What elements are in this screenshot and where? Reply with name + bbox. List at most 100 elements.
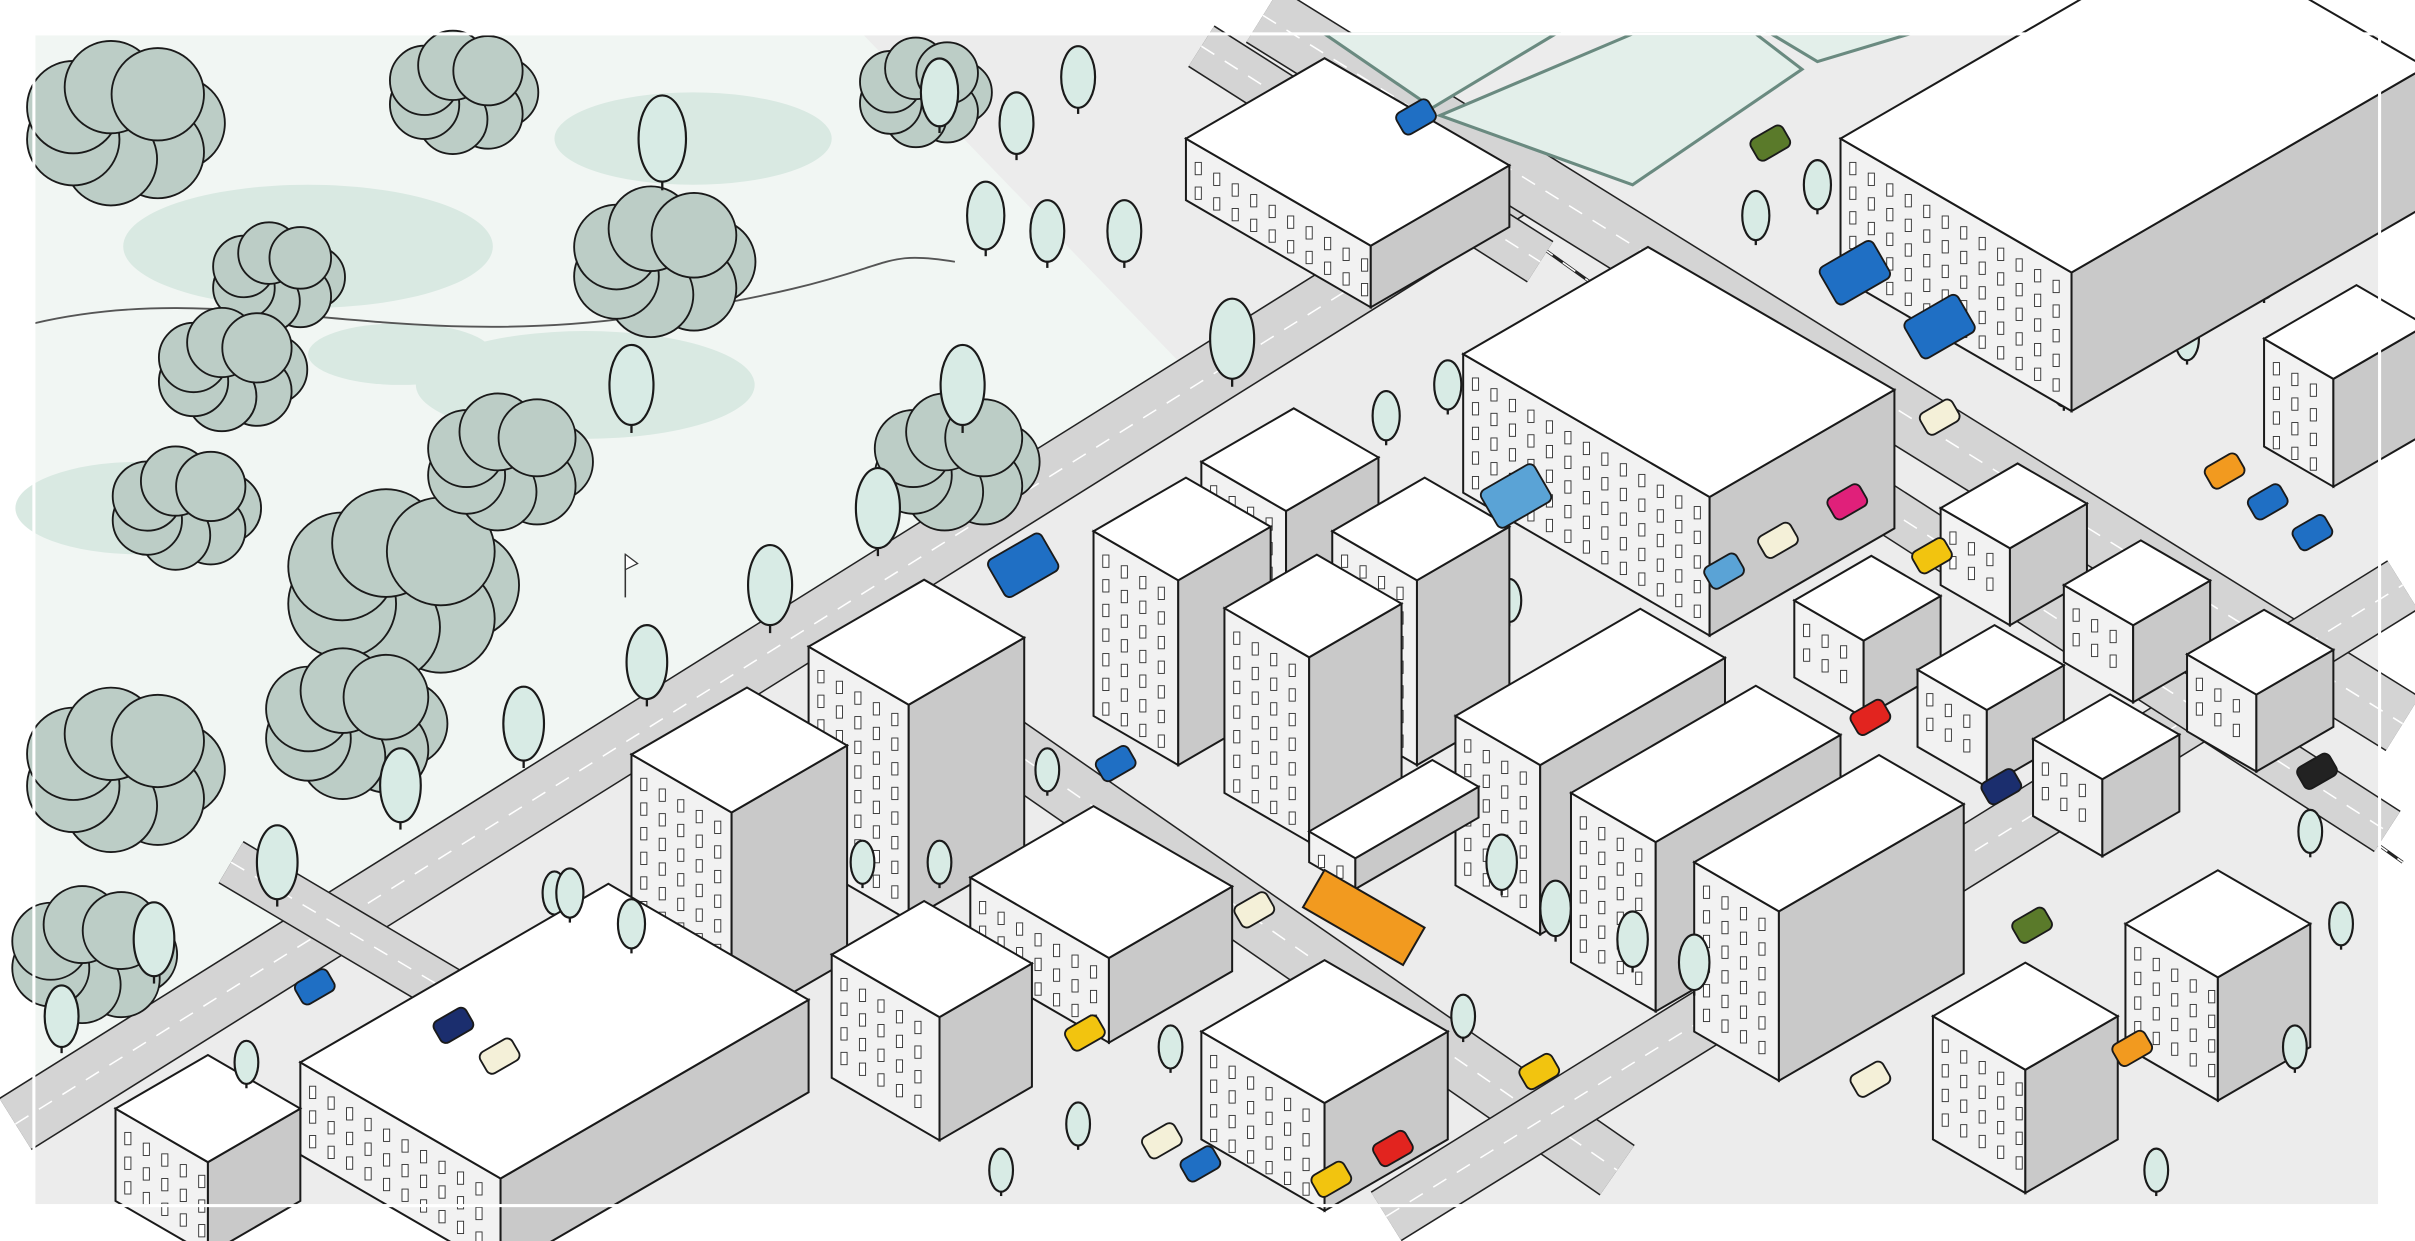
tree bbox=[919, 57, 960, 128]
window bbox=[1545, 469, 1553, 483]
parking-building-roof bbox=[2262, 283, 2415, 381]
window bbox=[1157, 635, 1165, 650]
window bbox=[1702, 1008, 1711, 1023]
window bbox=[2034, 293, 2042, 307]
window bbox=[1288, 712, 1296, 727]
window bbox=[327, 1145, 335, 1159]
window bbox=[1978, 1061, 1986, 1075]
window bbox=[401, 1139, 409, 1153]
window bbox=[891, 836, 899, 850]
window bbox=[1997, 272, 2005, 286]
car bbox=[1372, 1129, 1414, 1168]
window bbox=[142, 1167, 150, 1181]
window bbox=[1582, 515, 1590, 529]
window bbox=[1963, 739, 1971, 753]
window bbox=[877, 999, 885, 1013]
window bbox=[1941, 1064, 1949, 1078]
window bbox=[1564, 431, 1572, 445]
window bbox=[2208, 990, 2216, 1004]
window bbox=[1482, 799, 1490, 813]
window bbox=[1268, 229, 1276, 243]
window bbox=[1157, 586, 1165, 600]
truck bbox=[987, 532, 1060, 598]
window bbox=[1482, 750, 1490, 764]
window bbox=[1120, 639, 1128, 653]
window bbox=[695, 883, 703, 898]
window bbox=[914, 1045, 922, 1059]
tree bbox=[2143, 1147, 2170, 1193]
window bbox=[1821, 659, 1829, 673]
window bbox=[2015, 1082, 2023, 1096]
window bbox=[1157, 660, 1165, 674]
window bbox=[2060, 773, 2068, 787]
window bbox=[2272, 411, 2280, 425]
south-road-centerline bbox=[1385, 584, 2404, 1218]
window bbox=[997, 911, 1005, 925]
window bbox=[1638, 523, 1646, 537]
window bbox=[1960, 1074, 1968, 1089]
window bbox=[1210, 1104, 1218, 1118]
window bbox=[1997, 321, 2005, 335]
car bbox=[1064, 1014, 1106, 1052]
window bbox=[1545, 445, 1553, 459]
window bbox=[364, 1167, 372, 1181]
window bbox=[1601, 501, 1609, 516]
window bbox=[1233, 730, 1241, 744]
window bbox=[1324, 261, 1332, 275]
apartment-block-roof bbox=[1692, 753, 1966, 913]
window bbox=[2015, 283, 2023, 297]
window bbox=[1228, 1114, 1236, 1129]
window bbox=[1139, 674, 1147, 688]
apartment-roof bbox=[1199, 407, 1381, 513]
tree bbox=[555, 867, 585, 919]
park-path bbox=[33, 256, 956, 328]
window bbox=[1721, 896, 1729, 910]
window bbox=[1564, 504, 1572, 519]
small-building-roof bbox=[113, 1053, 303, 1164]
tree bbox=[1106, 199, 1143, 263]
window bbox=[1210, 1054, 1218, 1069]
window bbox=[1139, 625, 1147, 639]
window bbox=[475, 1206, 483, 1221]
forest-canopy bbox=[452, 35, 524, 107]
window bbox=[1471, 377, 1480, 391]
window bbox=[1721, 1019, 1729, 1033]
window bbox=[1598, 851, 1606, 865]
window bbox=[677, 799, 685, 813]
window bbox=[1675, 569, 1683, 583]
window bbox=[1619, 487, 1627, 502]
window bbox=[1582, 540, 1590, 554]
apartment-roof bbox=[1330, 476, 1512, 582]
window bbox=[1233, 754, 1241, 768]
window bbox=[695, 908, 703, 922]
window bbox=[1849, 186, 1857, 200]
window bbox=[1923, 254, 1931, 268]
window bbox=[1758, 991, 1766, 1005]
window bbox=[1997, 296, 2005, 311]
office-building-roof bbox=[1461, 245, 1897, 499]
window bbox=[895, 1010, 904, 1024]
window bbox=[1997, 346, 2005, 360]
window bbox=[1579, 840, 1587, 855]
window bbox=[1089, 965, 1098, 979]
window bbox=[1601, 452, 1609, 466]
forest-canopy bbox=[268, 226, 333, 290]
window bbox=[2171, 993, 2179, 1007]
window bbox=[142, 1191, 150, 1206]
car bbox=[1757, 521, 1799, 559]
window bbox=[1102, 702, 1110, 716]
window bbox=[914, 1070, 922, 1084]
window bbox=[1545, 420, 1553, 434]
window bbox=[2189, 1028, 2197, 1042]
window bbox=[979, 901, 987, 915]
window bbox=[1102, 628, 1110, 642]
window bbox=[161, 1202, 169, 1216]
window bbox=[877, 1073, 885, 1087]
window bbox=[1721, 994, 1729, 1009]
window bbox=[1120, 663, 1128, 678]
window bbox=[1034, 982, 1042, 996]
window bbox=[677, 823, 685, 838]
window bbox=[1849, 211, 1857, 225]
window bbox=[1978, 1134, 1986, 1149]
car bbox=[2296, 752, 2338, 790]
